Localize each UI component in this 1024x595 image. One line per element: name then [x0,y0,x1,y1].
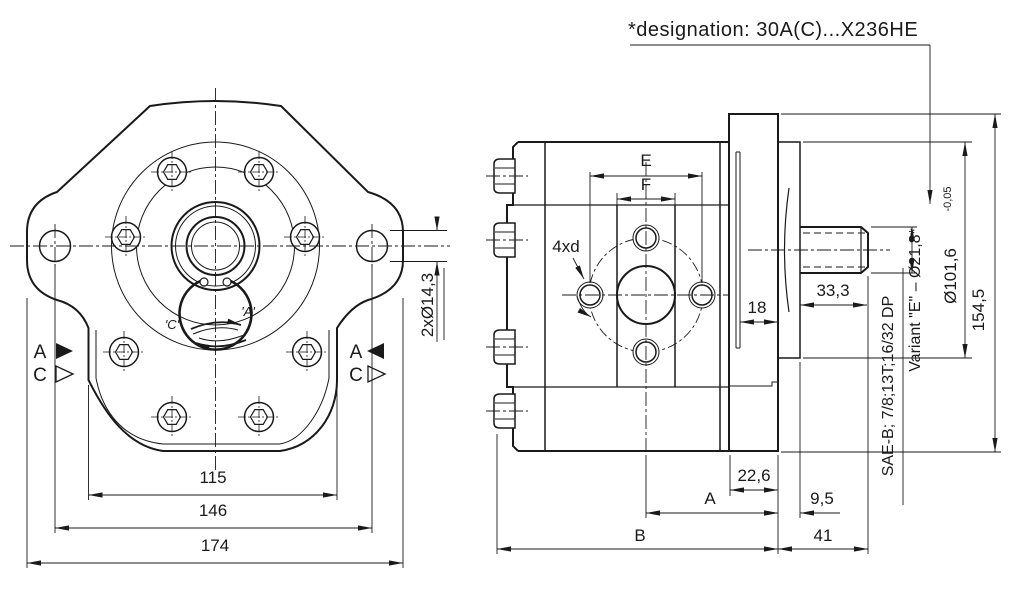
designation-note: *designation: 30A(C)...X236HE [628,19,918,41]
dim-text-146: 146 [199,501,227,520]
rotation-label-a: 'A' [241,304,255,319]
dim-22-6: 22,6 [729,455,779,554]
dim-text-f: F [641,175,651,194]
gear-chamber-lines [507,204,729,388]
dim-146: 146 [54,264,373,533]
dim-text-e: E [640,151,651,170]
port-holes-label: 4xd [552,237,579,256]
hex-bolt [102,330,146,374]
section-arrow-a-filled [56,343,73,359]
dim-9-5: 9,5 [764,362,840,518]
dim-text-9-5: 9,5 [810,489,834,508]
dim-174: 174 [26,298,404,568]
hex-bolt-side [485,158,529,194]
hex-bolt-side [485,393,529,429]
dim-text-a: A [704,489,716,508]
section-arrow-a-filled [367,343,384,359]
dim-text-b: B [634,526,645,545]
dim-text-174: 174 [201,536,229,555]
dim-41: 41 [778,526,868,552]
dim-33-3: 33,3 [800,276,869,554]
snap-ring-lug [222,277,232,287]
dim-text-22-6: 22,6 [737,466,770,485]
dim-pilot-diameter: Ø101,6 -0,05 [803,141,972,359]
front-view: 'A' 'C' A C A C 2xØ14,3 [10,88,450,568]
rotation-arrows: 'A' 'C' [165,304,255,351]
rotation-label-c: 'C' [165,317,180,332]
designation-note-group: *designation: 30A(C)...X236HE [628,19,933,204]
hex-bolt [237,395,281,439]
dim-text-154-5: 154,5 [969,289,988,332]
section-labels-left: A C [33,342,75,386]
dim-115: 115 [88,385,338,500]
dim-f: F [616,175,676,205]
hex-bolt-side [485,329,529,365]
hex-bolt [150,150,194,194]
dim-a: A [645,455,778,518]
front-outline [26,100,404,452]
dim-b: B [496,434,778,554]
dim-text-mounting-holes: 2xØ14,3 [418,273,437,337]
dim-shaft-diameter: Variant "E" – Ø21,8* [871,226,924,372]
body-outline [506,141,729,452]
section-label-a: A [34,342,47,363]
section-labels-right: A C [349,342,387,386]
dim-mounting-holes: 2xØ14,3 [390,216,447,342]
lower-body-line-right [279,377,330,445]
hex-bolt [150,395,194,439]
hex-bolt-side [485,222,529,258]
port-holes-callout: 4xd [552,237,592,318]
hex-bolt [285,330,329,374]
spline-note-group: SAE-B; 7/8;13T;16/32 DP [880,268,904,505]
flange-relief-step [729,381,778,387]
dim-text-pilot: Ø101,6 [941,248,960,304]
flange-step-strip [735,151,741,349]
dim-18: 18 [739,298,778,345]
dim-text-pilot-tolerance: -0,05 [942,186,954,211]
lower-body-line-left [95,377,164,445]
section-arrow-c-open [55,364,75,384]
dim-text-33-3: 33,3 [816,281,849,300]
dim-e: E [589,151,703,283]
spline-note: SAE-B; 7/8;13T;16/32 DP [880,296,897,477]
snap-ring-lug [199,277,209,287]
side-view: E F 4xd 18 33,3 Variant [485,113,1001,554]
section-label-a: A [350,342,363,363]
dim-154-5: 154,5 [781,113,1001,453]
hex-bolt [237,150,281,194]
section-label-c: C [33,365,47,386]
dim-text-18: 18 [748,298,767,317]
section-label-c: C [349,365,363,386]
section-arrow-c-open [367,364,387,384]
variant-note: Variant "E" – Ø21,8* [907,228,924,372]
dim-text-41: 41 [814,526,833,545]
dim-text-115: 115 [199,468,226,487]
hole-centerline [54,224,373,268]
